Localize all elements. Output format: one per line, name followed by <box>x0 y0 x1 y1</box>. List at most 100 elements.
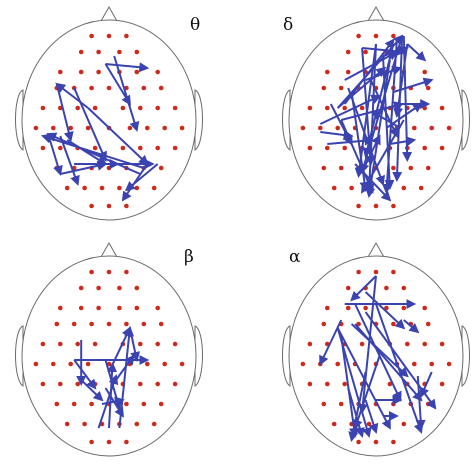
electrode-dot <box>158 85 164 91</box>
electrode-dot <box>155 305 160 311</box>
nose-icon <box>100 241 118 258</box>
electrode-dot <box>425 165 431 171</box>
connectivity-arrow <box>352 355 381 430</box>
connectivity-arrow <box>381 39 398 194</box>
electrode-dot <box>58 145 63 151</box>
electrode-dot <box>429 361 434 367</box>
electrode-dot <box>89 439 94 445</box>
electrode-dot <box>117 285 122 291</box>
connectivity-arrow <box>319 319 343 366</box>
electrode-dot <box>391 439 396 445</box>
electrode-dot <box>359 105 365 111</box>
connectivity-arrow <box>55 82 89 109</box>
electrode-dot <box>134 185 140 191</box>
electrode-dot <box>425 401 431 407</box>
head-outline <box>288 255 464 457</box>
electrode-dot <box>78 69 84 75</box>
electrode-dot <box>106 203 112 209</box>
electrode-dot <box>391 321 396 327</box>
right-ear-icon <box>461 325 470 387</box>
electrode-dot <box>425 85 431 91</box>
connectivity-arrow <box>319 94 382 125</box>
electrode-dot <box>85 361 91 367</box>
electrode-dot <box>106 33 112 39</box>
electrode-dot <box>422 145 427 151</box>
connectivity-arrow <box>46 132 141 175</box>
electrode-dot <box>134 69 140 75</box>
left-ear-icon <box>282 325 291 387</box>
electrode-dot <box>318 125 323 131</box>
electrode-dot <box>345 305 351 311</box>
electrode-dot <box>106 269 112 275</box>
electrode-dot <box>401 185 407 191</box>
connections <box>40 55 159 202</box>
electrode-dot <box>331 421 337 427</box>
electrode-dot <box>338 165 344 171</box>
electrode-dot <box>127 125 133 131</box>
electrode-dot <box>401 285 407 291</box>
electrode-dot <box>51 125 56 131</box>
right-ear-icon <box>194 89 203 151</box>
electrode-dot <box>321 321 327 327</box>
electrode-dot <box>335 125 340 131</box>
panel-label: δ <box>283 15 293 35</box>
electrode-dot <box>422 341 427 347</box>
head-outline <box>21 255 197 457</box>
connectivity-arrow <box>344 51 399 81</box>
electrode-dot <box>439 105 445 111</box>
electrode-dot <box>78 285 84 291</box>
nose-icon <box>100 5 118 22</box>
left-ear-icon <box>15 325 24 387</box>
electrode-dot <box>151 421 157 427</box>
electrode-dot <box>162 125 167 131</box>
electrode-dot <box>54 321 60 327</box>
panel-label: θ <box>190 15 200 35</box>
connectivity-arrow <box>329 103 353 146</box>
panel-delta: δ <box>282 5 470 221</box>
electrode-dot <box>356 203 361 209</box>
connectivity-arrow <box>354 43 377 178</box>
electrode-dot <box>89 203 94 209</box>
electrode-dot <box>155 341 160 347</box>
electrode-dot <box>356 33 361 39</box>
electrode-dot <box>75 105 80 111</box>
electrode-dot <box>366 421 372 427</box>
electrode-dot <box>158 321 164 327</box>
electrode-dot <box>40 381 46 387</box>
electrode-dot <box>89 269 94 275</box>
electrode-dot <box>92 145 98 151</box>
panel-label: α <box>289 247 301 267</box>
electrode-dot <box>307 381 313 387</box>
electrode-dot <box>342 145 347 151</box>
electrode-dot <box>145 125 150 131</box>
electrode-dot <box>325 105 330 111</box>
electrode-dot <box>429 125 434 131</box>
electrode-dot <box>307 145 313 151</box>
head-outline <box>21 19 197 221</box>
electrode-dot <box>425 321 431 327</box>
electrode-dot <box>99 185 105 191</box>
electrode-dot <box>64 185 70 191</box>
electrode-dot <box>89 85 94 91</box>
electrode-dot <box>439 341 445 347</box>
electrode-dot <box>172 105 178 111</box>
connections <box>73 326 150 429</box>
connectivity-arrow <box>359 35 404 174</box>
electrode-dot <box>58 305 63 311</box>
connectivity-arrow <box>40 133 145 169</box>
electrode-dot <box>78 49 84 55</box>
connectivity-arrow <box>354 323 423 402</box>
connectivity-arrow <box>337 66 387 109</box>
connectivity-arrow <box>415 375 426 430</box>
connectivity-arrow <box>389 136 417 147</box>
scalp-map <box>15 5 203 221</box>
connectivity-arrow <box>124 163 159 192</box>
electrode-dot <box>338 401 344 407</box>
electrode-dot <box>356 439 361 445</box>
connectivity-arrow <box>73 359 97 390</box>
electrode-dot <box>422 105 427 111</box>
electrode-dot <box>356 321 361 327</box>
nose-icon <box>367 241 385 258</box>
connectivity-arrow <box>361 134 381 173</box>
connections <box>319 34 434 202</box>
